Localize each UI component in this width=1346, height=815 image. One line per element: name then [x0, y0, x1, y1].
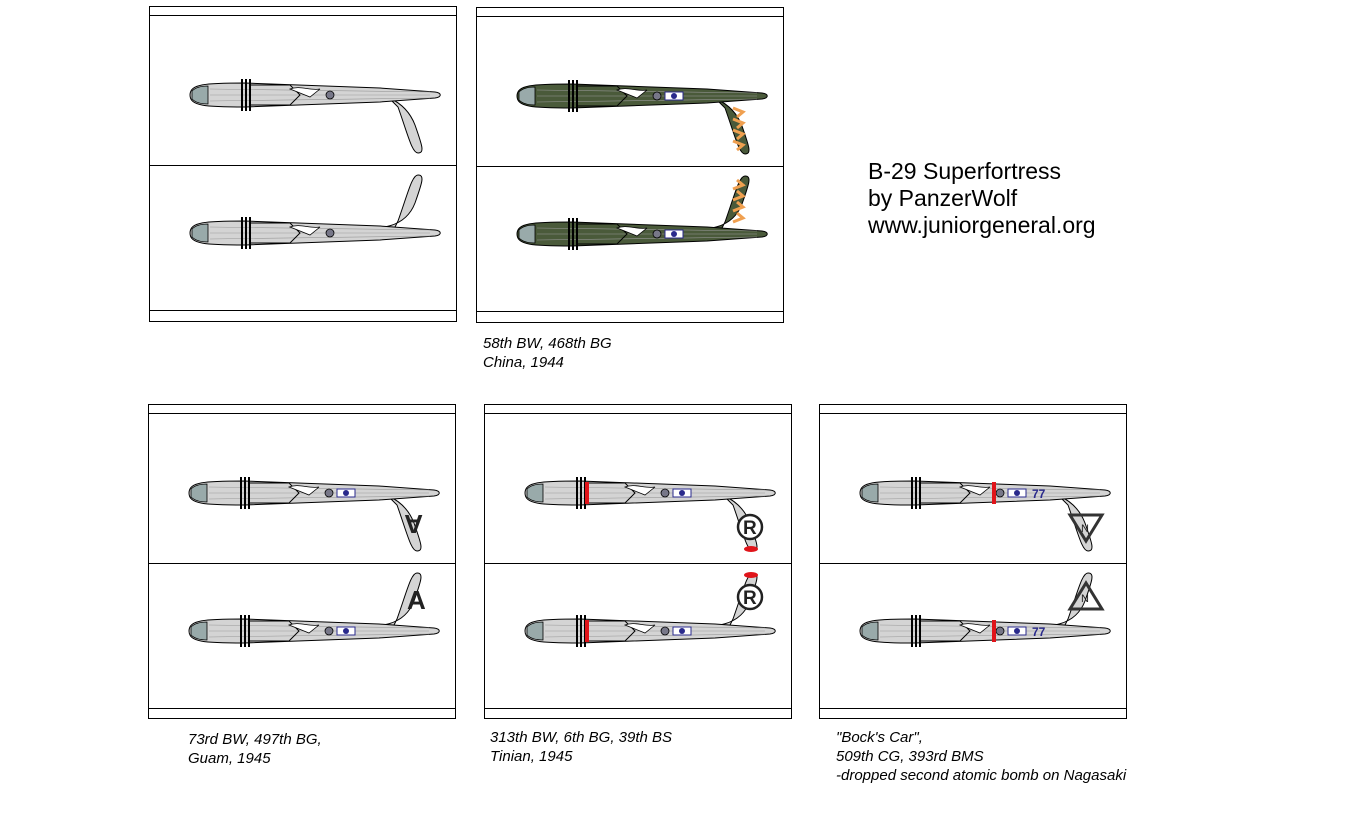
- gun-turret: [660, 488, 670, 498]
- aircraft-sprite-bottom: A: [188, 572, 440, 647]
- caption-497bg: 73rd BW, 497th BG, Guam, 1945: [188, 730, 322, 768]
- tail-letter: N: [1081, 523, 1089, 535]
- fuselage-band: [585, 620, 589, 642]
- nose-glazing: [526, 621, 544, 641]
- tail-circle: [736, 583, 764, 611]
- gun-turret: [325, 90, 335, 100]
- tail-letter: R: [743, 518, 757, 539]
- nose-glazing: [518, 86, 536, 106]
- gun-turret: [652, 229, 662, 239]
- aircraft-sprite-top: A: [188, 477, 440, 552]
- caption-line: Guam, 1945: [188, 750, 271, 767]
- gun-turret: [660, 626, 670, 636]
- tail-letter: A: [404, 509, 423, 539]
- tail-letter: R: [743, 588, 757, 609]
- nose-glazing: [190, 483, 208, 503]
- caption-468bg: 58th BW, 468th BG China, 1944: [483, 334, 612, 372]
- aircraft-sprite-top: [516, 80, 768, 155]
- aircraft-sprite-bottom: [189, 174, 441, 249]
- caption-line: "Bock's Car",: [836, 729, 923, 746]
- nose-glazing: [526, 483, 544, 503]
- aircraft-sprite-bottom: [516, 175, 768, 250]
- caption-line: China, 1944: [483, 354, 564, 371]
- caption-line: Tinian, 1945: [490, 748, 573, 765]
- fuselage-band: [992, 620, 996, 642]
- caption-line: 313th BW, 6th BG, 39th BS: [490, 729, 673, 746]
- sheet-url: www.juniorgeneral.org: [868, 212, 1096, 238]
- gun-turret: [324, 488, 334, 498]
- aircraft-sprite-bottom: R: [524, 572, 776, 647]
- aircraft-sprite-top: R: [524, 477, 776, 552]
- gun-turret: [995, 626, 1005, 636]
- aircraft-card-olive-468bg: [476, 7, 784, 323]
- gun-turret: [995, 488, 1005, 498]
- view-top-panel: [477, 16, 783, 167]
- sheet-author: by PanzerWolf: [868, 185, 1018, 211]
- tail-letter: N: [1081, 593, 1089, 605]
- sheet-title: B-29 Superfortress: [868, 158, 1062, 184]
- caption-line: 73rd BW, 497th BG,: [188, 731, 322, 748]
- caption-line: 58th BW, 468th BG: [483, 335, 612, 352]
- tail-chevron: [732, 189, 746, 202]
- aircraft-card-silver-plain: [149, 6, 457, 322]
- aircraft-sprite-top: N 77: [859, 477, 1111, 552]
- view-bottom-panel: [149, 562, 455, 709]
- tail-chevron: [732, 178, 746, 191]
- tail-triangle: [1067, 513, 1105, 544]
- aircraft-drawing: AA: [188, 477, 440, 647]
- tail-chevron: [732, 117, 746, 130]
- gun-turret: [325, 228, 335, 238]
- nose-glazing: [191, 85, 209, 105]
- caption-6bg: 313th BW, 6th BG, 39th BS Tinian, 1945: [490, 728, 672, 766]
- fuselage-band: [585, 482, 589, 504]
- tail-triangle: [1067, 580, 1105, 611]
- aircraft-number: 77: [1032, 487, 1046, 501]
- tail-chevron: [732, 211, 746, 224]
- nose-glazing: [190, 621, 208, 641]
- view-bottom-panel: [485, 562, 791, 709]
- view-bottom-panel: [150, 164, 456, 311]
- nose-glazing: [861, 483, 879, 503]
- view-top-panel: [149, 413, 455, 564]
- caption-bocks-car: "Bock's Car", 509th CG, 393rd BMS -dropp…: [836, 728, 1126, 785]
- view-bottom-panel: [820, 562, 1126, 709]
- view-bottom-panel: [477, 165, 783, 312]
- aircraft-sprite-bottom: N 77: [859, 572, 1111, 647]
- view-top-panel: [820, 413, 1126, 564]
- nose-glazing: [861, 621, 879, 641]
- tail-chevron: [732, 139, 746, 152]
- aircraft-drawing: RR: [524, 477, 776, 647]
- nose-glazing: [191, 223, 209, 243]
- caption-line: -dropped second atomic bomb on Nagasaki: [836, 767, 1127, 784]
- aircraft-drawing: [189, 79, 441, 249]
- nose-glazing: [518, 224, 536, 244]
- sheet-title-block: B-29 Superfortress by PanzerWolf www.jun…: [868, 158, 1096, 239]
- aircraft-number: 77: [1032, 625, 1046, 639]
- tail-chevron: [732, 200, 746, 213]
- tail-letter: A: [407, 585, 426, 615]
- view-top-panel: [485, 413, 791, 564]
- aircraft-drawing: [516, 80, 768, 250]
- view-top-panel: [150, 15, 456, 166]
- gun-turret: [324, 626, 334, 636]
- tail-chevron: [732, 106, 746, 119]
- gun-turret: [652, 91, 662, 101]
- fuselage-band: [992, 482, 996, 504]
- caption-line: 509th CG, 393rd BMS: [836, 748, 984, 765]
- tail-circle: [736, 513, 764, 541]
- aircraft-sprite-top: [189, 79, 441, 154]
- tail-chevron: [732, 128, 746, 141]
